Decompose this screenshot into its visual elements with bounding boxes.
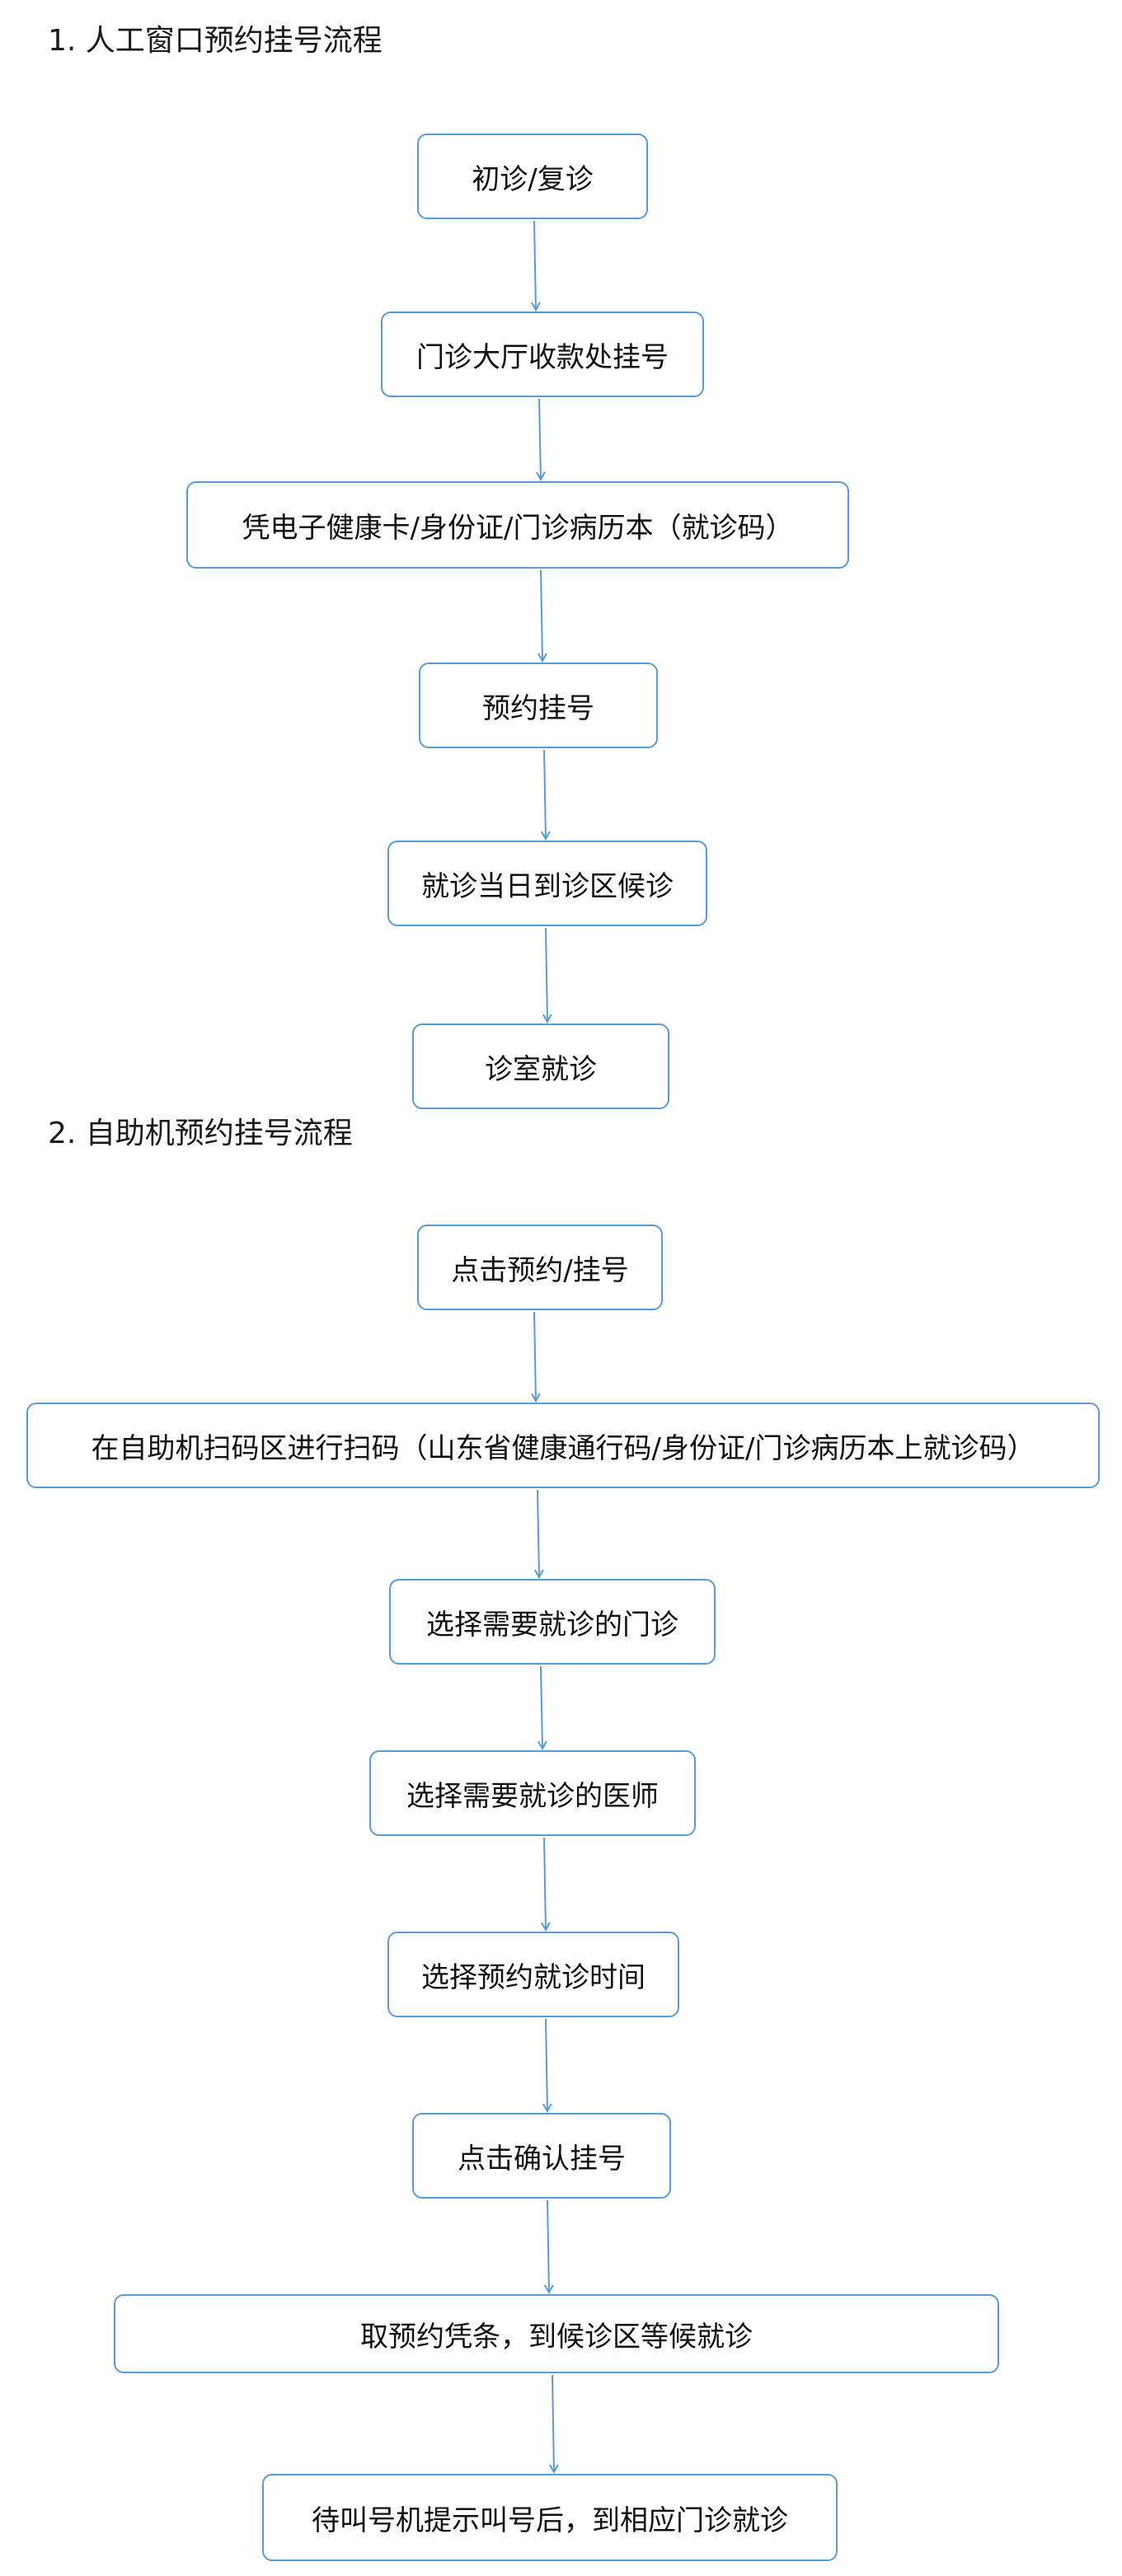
arrow-1-2 <box>539 398 541 480</box>
arrow-2-6 <box>547 2199 549 2293</box>
step-1-present-id-documents: 凭电子健康卡/身份证/门诊病历本（就诊码） <box>186 481 849 569</box>
step-1-wait-in-clinic-area: 就诊当日到诊区候诊 <box>387 841 707 926</box>
arrow-2-5 <box>546 2018 547 2111</box>
step-2-take-ticket-and-wait: 取预约凭条，到候诊区等候就诊 <box>114 2294 999 2373</box>
step-2-click-appointment: 点击预约/挂号 <box>417 1225 663 1310</box>
step-2-select-doctor: 选择需要就诊的医师 <box>369 1750 696 1836</box>
step-2-go-when-called: 待叫号机提示叫号后，到相应门诊就诊 <box>262 2474 838 2561</box>
step-2-select-department: 选择需要就诊的门诊 <box>389 1579 716 1665</box>
step-1-register-at-cashier: 门诊大厅收款处挂号 <box>381 311 704 397</box>
arrow-2-4 <box>544 1837 546 1930</box>
section-1-title: 1. 人工窗口预约挂号流程 <box>48 24 383 58</box>
arrow-1-5 <box>546 927 547 1022</box>
arrow-1-4 <box>544 749 546 839</box>
arrow-2-1 <box>534 1311 536 1401</box>
arrow-1-1 <box>534 220 536 310</box>
section-2-title: 2. 自助机预约挂号流程 <box>48 1117 353 1150</box>
step-2-confirm-registration: 点击确认挂号 <box>412 2113 671 2199</box>
arrow-2-7 <box>552 2374 554 2472</box>
arrow-2-3 <box>541 1665 542 1749</box>
arrow-1-3 <box>541 569 542 661</box>
step-1-appointment-registration: 预约挂号 <box>419 663 658 748</box>
step-1-first-or-return-visit: 初诊/复诊 <box>417 133 648 219</box>
step-2-scan-code-at-kiosk: 在自助机扫码区进行扫码（山东省健康通行码/身份证/门诊病历本上就诊码） <box>26 1403 1100 1488</box>
step-1-consultation-room: 诊室就诊 <box>412 1023 669 1109</box>
arrow-2-2 <box>538 1489 539 1577</box>
step-2-select-time: 选择预约就诊时间 <box>387 1932 679 2017</box>
